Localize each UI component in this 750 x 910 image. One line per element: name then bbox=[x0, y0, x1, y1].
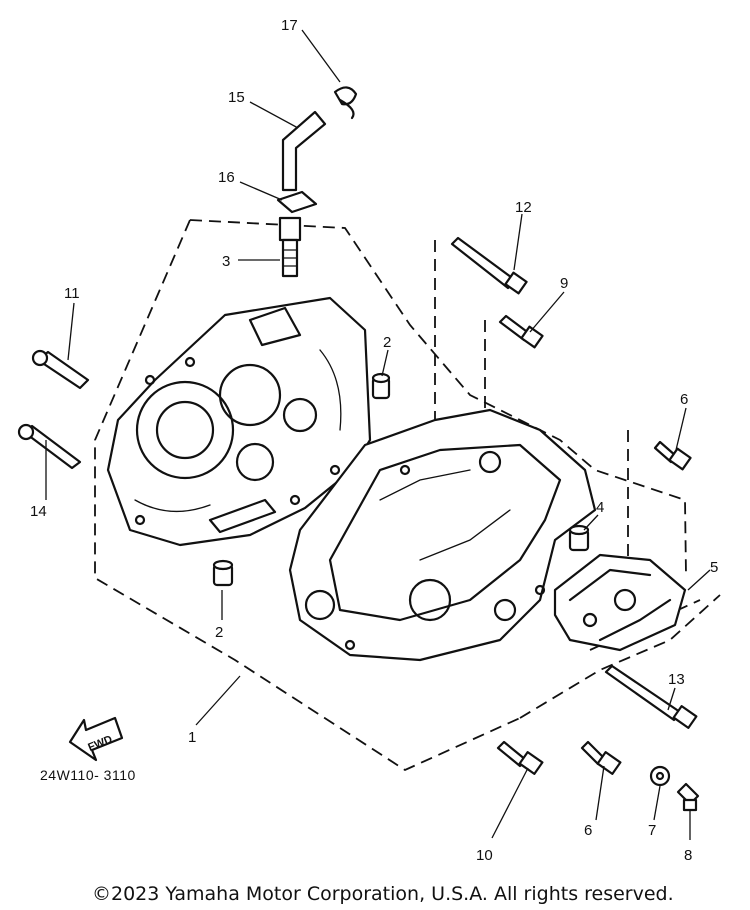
bolt-10 bbox=[496, 740, 544, 775]
union-fitting-3 bbox=[278, 216, 302, 278]
crankcase-right bbox=[288, 408, 597, 662]
dowel-pin-4 bbox=[568, 524, 590, 552]
callout-3: 3 bbox=[222, 253, 230, 270]
callout-2-upper: 2 bbox=[383, 334, 391, 351]
bolt-14 bbox=[17, 423, 82, 470]
callout-16: 16 bbox=[218, 169, 235, 186]
dowel-pin-upper bbox=[371, 372, 391, 400]
bolt-6-upper bbox=[653, 440, 692, 471]
bolt-9 bbox=[498, 314, 544, 349]
leader-lines bbox=[45, 29, 711, 840]
breather-hose bbox=[281, 110, 327, 192]
callout-8: 8 bbox=[684, 847, 692, 864]
hose-clamp-16 bbox=[276, 190, 318, 214]
callout-12: 12 bbox=[515, 199, 532, 216]
copyright-notice: ©2023 Yamaha Motor Corporation, U.S.A. A… bbox=[92, 883, 674, 905]
cover-5 bbox=[553, 553, 687, 652]
callout-1: 1 bbox=[188, 729, 196, 746]
bolt-8 bbox=[676, 782, 700, 812]
bolt-6-lower bbox=[580, 740, 622, 775]
bolt-12 bbox=[450, 236, 528, 295]
clip-17 bbox=[333, 86, 358, 120]
callout-7: 7 bbox=[648, 822, 656, 839]
bolt-13 bbox=[604, 664, 698, 729]
callout-10: 10 bbox=[476, 847, 493, 864]
fwd-arrow-icon: FWD bbox=[68, 716, 124, 762]
callout-13: 13 bbox=[668, 671, 685, 688]
callout-15: 15 bbox=[228, 89, 245, 106]
callout-11: 11 bbox=[64, 285, 80, 302]
callout-14: 14 bbox=[30, 503, 47, 520]
callout-9: 9 bbox=[560, 275, 568, 292]
callout-6-upper: 6 bbox=[680, 391, 688, 408]
dowel-pin-lower bbox=[212, 559, 234, 587]
washer-7 bbox=[649, 765, 671, 787]
part-code-label: 24W110- 3110 bbox=[40, 767, 136, 783]
callout-2-lower: 2 bbox=[215, 624, 223, 641]
callout-labels: 17 15 16 3 12 9 11 2 6 4 14 5 2 13 1 24W… bbox=[30, 17, 718, 864]
callout-5: 5 bbox=[710, 559, 718, 576]
crankcase-left bbox=[106, 296, 372, 547]
callout-17: 17 bbox=[281, 17, 298, 34]
assembly-outline-left bbox=[94, 219, 687, 772]
bolt-11 bbox=[31, 349, 90, 390]
callout-4: 4 bbox=[596, 499, 604, 516]
callout-6-lower: 6 bbox=[584, 822, 592, 839]
